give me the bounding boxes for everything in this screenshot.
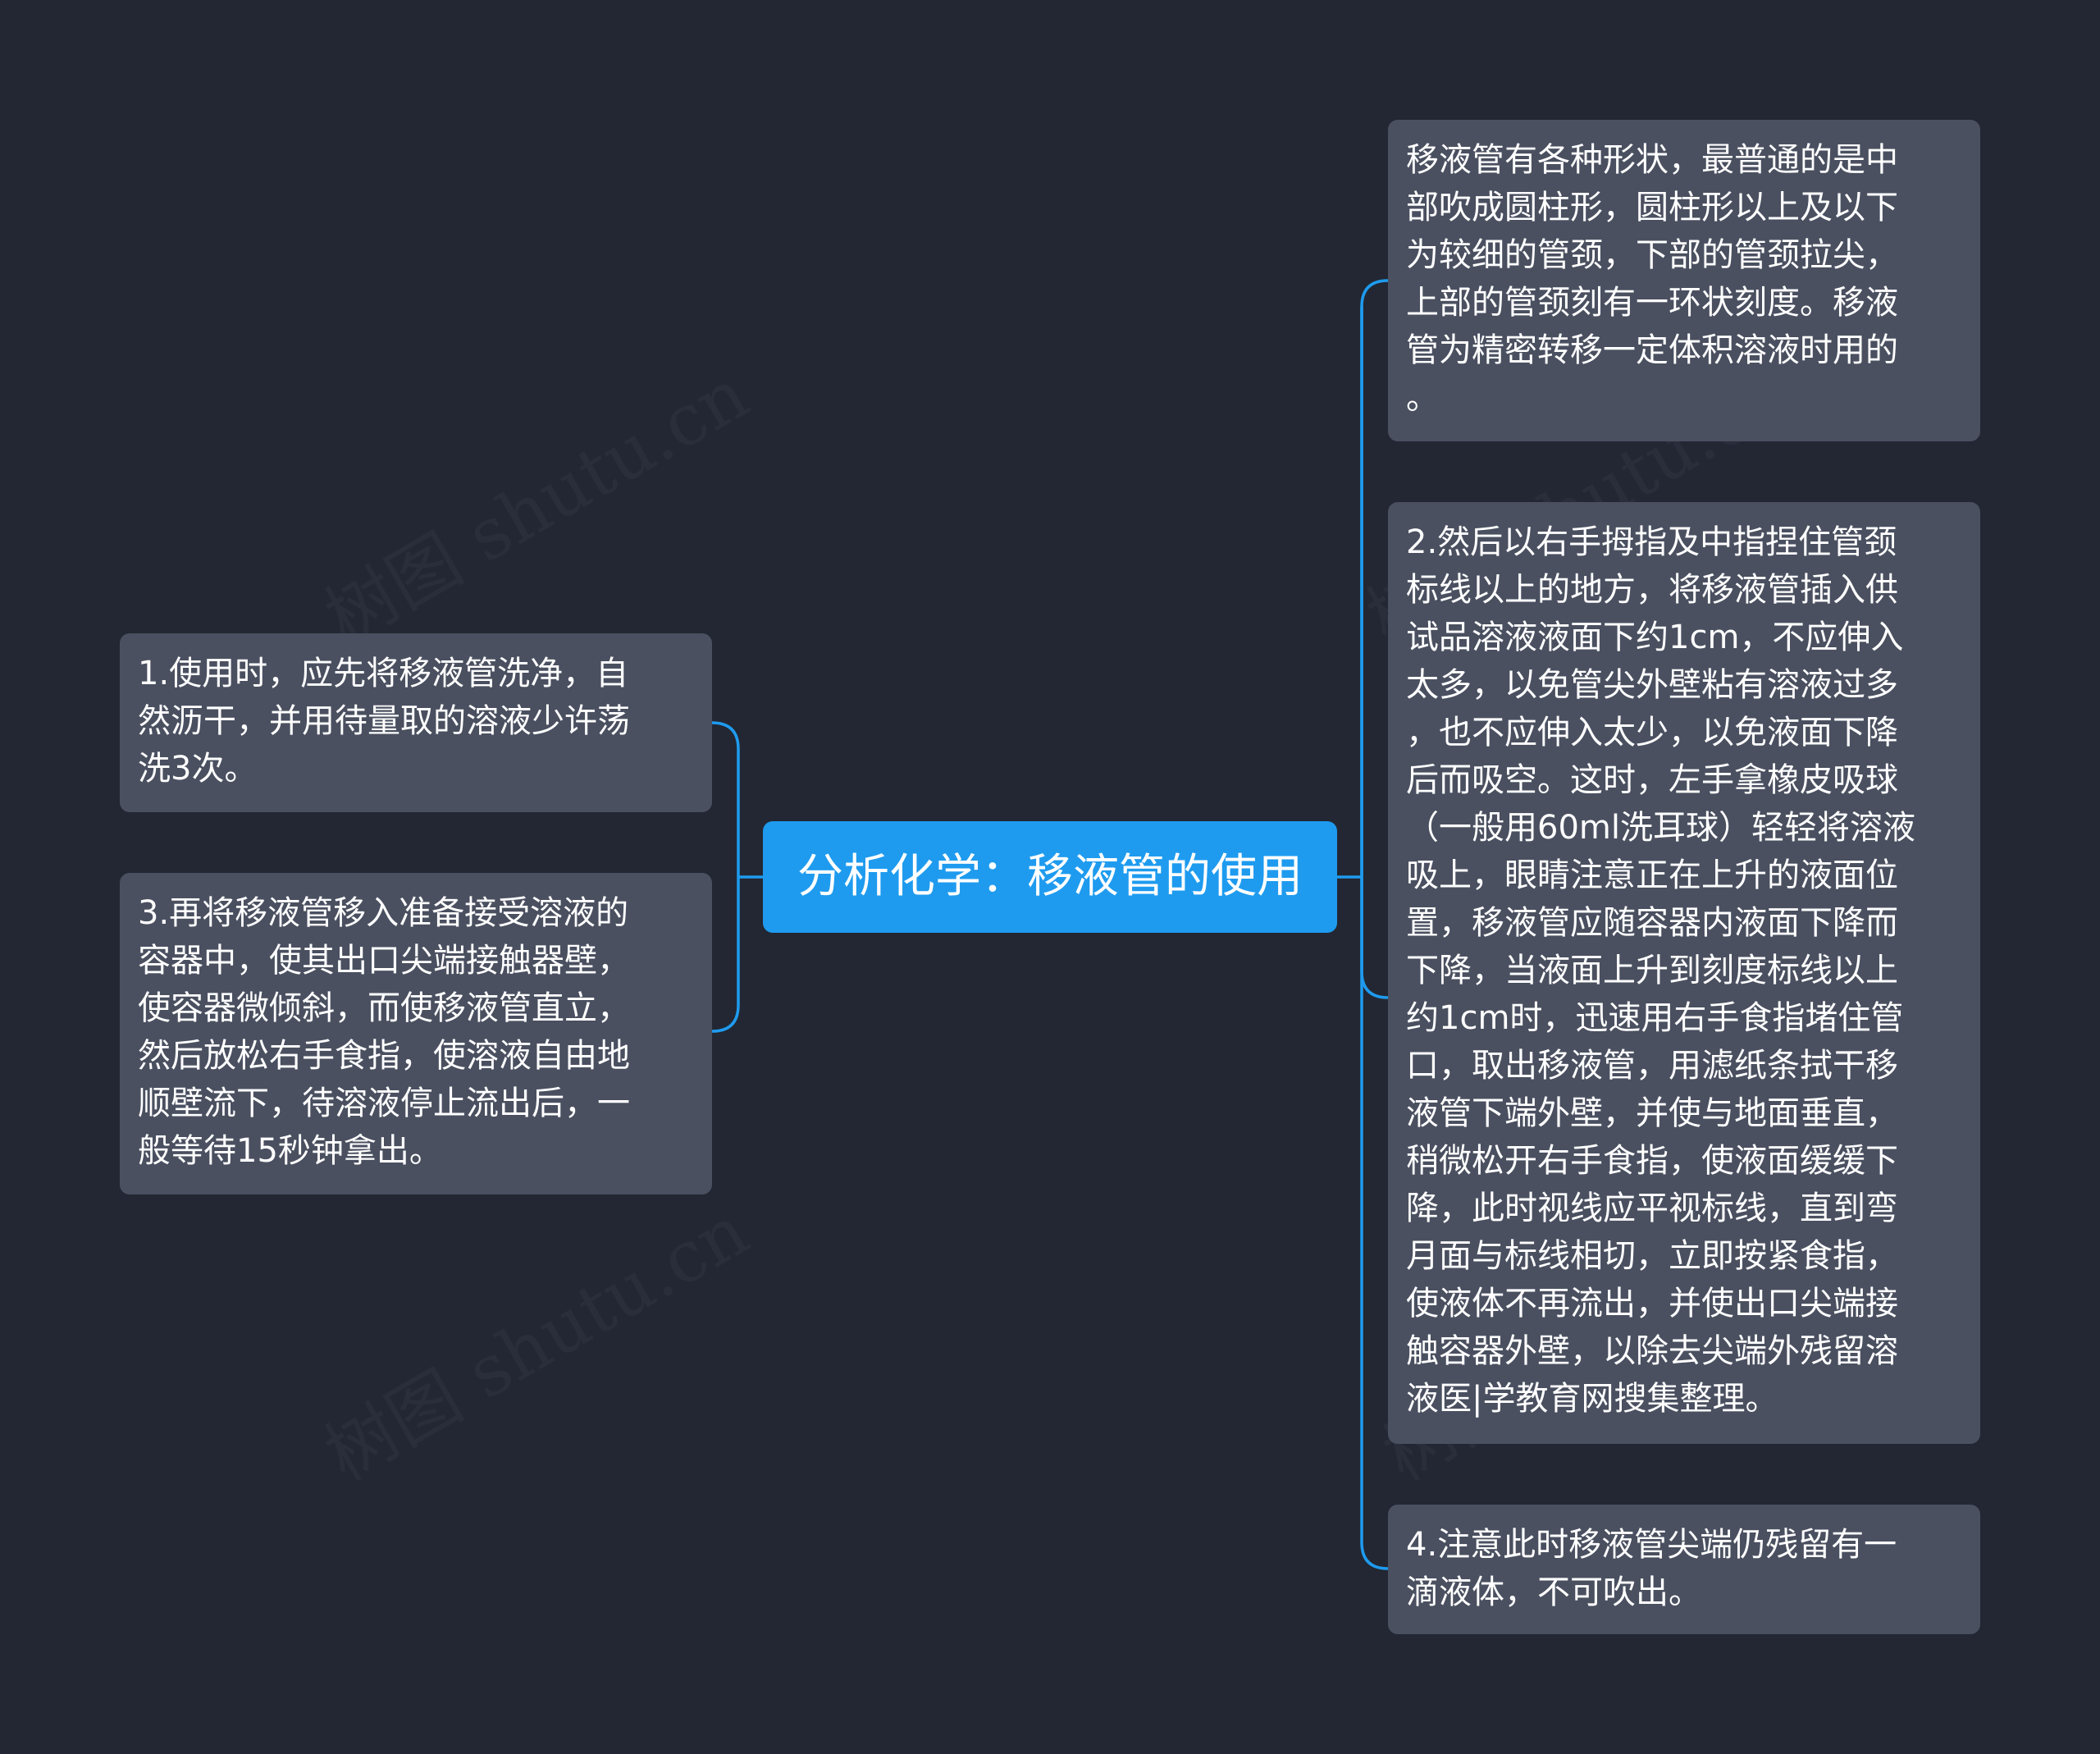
- watermark: 树图 shutu.cn: [304, 1175, 764, 1500]
- topic-node-step2[interactable]: 2.然后以右手拇指及中指捏住管颈 标线以上的地方，将移液管插入供 试品溶液液面下…: [1388, 502, 1980, 1444]
- topic-node-step4[interactable]: 4.注意此时移液管尖端仍残留有一 滴液体，不可吹出。: [1388, 1505, 1980, 1634]
- root-topic-node[interactable]: 分析化学：移液管的使用: [763, 821, 1337, 933]
- topic-node-step1[interactable]: 1.使用时，应先将移液管洗净，自 然沥干，并用待量取的溶液少许荡 洗3次。: [120, 633, 712, 812]
- connector-right-trunk: [1360, 279, 1389, 1570]
- watermark: 树图 shutu.cn: [304, 338, 764, 663]
- topic-node-step3[interactable]: 3.再将移液管移入准备接受溶液的 容器中，使其出口尖端接触器壁， 使容器微倾斜，…: [120, 873, 712, 1194]
- connector-to-step2: [1360, 971, 1389, 999]
- topic-node-intro[interactable]: 移液管有各种形状，最普通的是中 部吹成圆柱形，圆柱形以上及以下 为较细的管颈，下…: [1388, 120, 1980, 441]
- connector-left-trunk: [711, 721, 740, 1033]
